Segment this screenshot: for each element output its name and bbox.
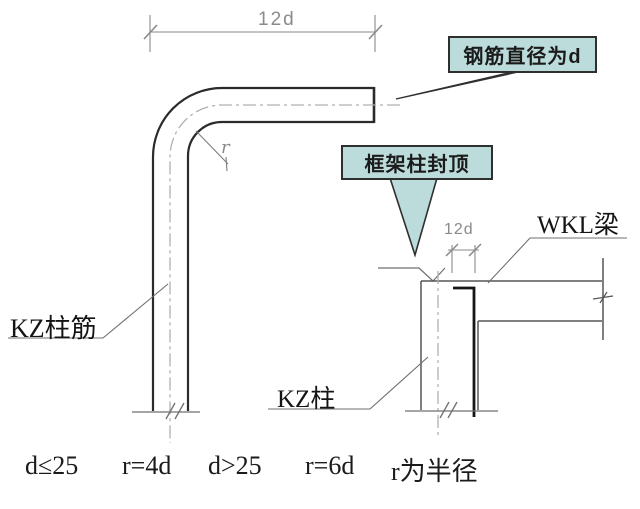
beam-break-slash xyxy=(599,291,608,304)
bent-rebar-drawing xyxy=(151,86,376,411)
column-rebar-hook xyxy=(453,286,476,417)
column-leader xyxy=(268,356,429,410)
hook-tick-left xyxy=(445,243,459,257)
beam-label: WKL梁 xyxy=(537,212,619,239)
rebar-inner-edge xyxy=(186,120,374,411)
note-rule2-radius: r=6d xyxy=(305,451,355,480)
rebar-diameter-callout: 钢筋直径为d xyxy=(448,36,597,73)
right-ground-line xyxy=(405,401,498,419)
bend-radius-label: r xyxy=(221,137,230,158)
radius-leader-tick xyxy=(225,156,228,172)
column-rebar-label: KZ柱筋 xyxy=(10,314,97,343)
hook-dimension xyxy=(445,243,482,273)
frame-column-capping-callout: 框架柱封顶 xyxy=(341,145,493,180)
column-rebar-leader xyxy=(8,283,169,339)
capping-level-arrow xyxy=(378,267,446,282)
frame-column-capping-label: 框架柱封顶 xyxy=(364,154,470,176)
capping-callout-pointer xyxy=(388,177,439,258)
beam-leader xyxy=(487,237,627,284)
top-dimension xyxy=(143,15,383,52)
dim-tick-right xyxy=(368,24,383,40)
top-dimension-label: 12d xyxy=(258,9,296,30)
column-beam-drawing xyxy=(420,258,614,410)
rebar-diameter-callout-label: 钢筋直径为d xyxy=(463,46,582,68)
rebar-diameter-callout-pointer xyxy=(395,71,519,100)
left-break-tick-2 xyxy=(174,402,185,420)
note-rule2-condition: d>25 xyxy=(208,451,262,480)
dim-tick-left xyxy=(143,24,158,40)
rebar-centerline xyxy=(169,104,400,443)
right-break-tick-2 xyxy=(447,401,458,419)
rebar-outer-edge xyxy=(151,86,374,411)
note-radius-definition: r为半径 xyxy=(391,457,478,486)
hook-tick-right xyxy=(468,243,482,257)
left-break-tick-1 xyxy=(165,402,176,420)
label-leaders xyxy=(8,237,627,410)
note-rule1-condition: d≤25 xyxy=(25,451,79,480)
hook-dimension-label: 12d xyxy=(444,221,474,238)
note-rule1-radius: r=4d xyxy=(122,451,172,480)
right-break-tick-1 xyxy=(439,401,450,419)
column-label: KZ柱 xyxy=(277,386,336,413)
left-ground-line xyxy=(132,402,200,420)
radius-leader xyxy=(195,130,229,172)
